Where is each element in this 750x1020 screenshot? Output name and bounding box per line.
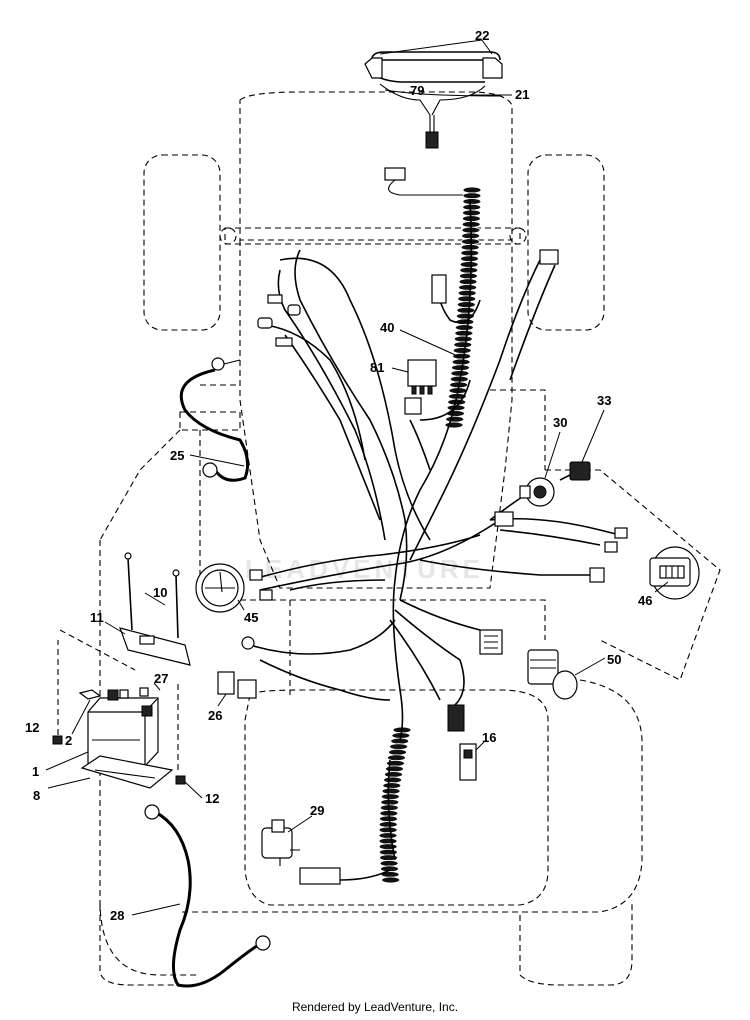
connector-26: [217, 671, 257, 707]
leader-lines: [379, 39, 669, 593]
callout-1: 1: [32, 764, 39, 779]
coil-ring: [458, 284, 477, 291]
relay-81: [391, 359, 437, 395]
coil-ring: [460, 249, 480, 257]
coil-ring: [458, 272, 478, 280]
tractor-outline: [57, 91, 721, 986]
callout-27: 27: [154, 671, 168, 686]
callout-11: 11: [90, 610, 104, 625]
callout-8: 8: [33, 788, 40, 803]
callout-21: 21: [515, 87, 529, 102]
callout-16: 16: [482, 730, 496, 745]
callout-79: 79: [410, 83, 424, 98]
coil-ring: [378, 837, 398, 845]
coil-ring: [385, 765, 404, 773]
ignition-key-33: [559, 409, 605, 481]
callout-81: 81: [370, 360, 384, 375]
coil-ring: [459, 261, 479, 268]
coil-ring: [380, 793, 400, 801]
coil-ring: [378, 832, 398, 839]
coil-ring: [457, 295, 477, 303]
coil-ring: [462, 209, 481, 217]
upper-connector: [384, 167, 470, 196]
callout-12-left: 12: [25, 720, 39, 735]
coil-ring: [462, 192, 482, 200]
callout-28: 28: [110, 908, 124, 923]
coil-ring: [384, 771, 403, 778]
coil-ring: [456, 306, 476, 314]
solenoid-29: [261, 815, 313, 866]
coil-ring: [389, 743, 409, 751]
callout-2: 2: [65, 733, 72, 748]
callout-30: 30: [553, 415, 567, 430]
coil-ring: [458, 278, 478, 286]
callout-labels: 22 79 21 40 81 25 33 30 10 11 45 46 27 2…: [25, 28, 652, 923]
coil-ring: [453, 335, 473, 343]
coil-ring: [456, 301, 476, 309]
coil-ring: [451, 358, 471, 366]
coil-ring: [462, 186, 482, 194]
coil-ring: [444, 421, 464, 429]
coil-ring: [460, 243, 480, 251]
pto-switch-50: [527, 649, 606, 700]
coil-ring: [454, 329, 474, 337]
callout-26: 26: [208, 708, 222, 723]
coil-ring: [383, 776, 403, 784]
coil-ring: [450, 370, 470, 377]
coiled-loom-40: [444, 186, 482, 429]
coil-ring: [388, 748, 407, 756]
callout-12-right: 12: [205, 791, 219, 806]
coil-ring: [380, 798, 400, 806]
callout-50: 50: [607, 652, 621, 667]
lower-plug: [299, 867, 341, 885]
coil-ring: [445, 410, 465, 417]
coil-ring: [381, 787, 401, 795]
ignition-switch-30: [519, 431, 561, 507]
harness-terminals: [211, 249, 628, 650]
battery-assembly: [45, 552, 203, 799]
coil-ring: [460, 255, 479, 263]
callout-40: 40: [380, 320, 394, 335]
coil-ring: [381, 876, 401, 884]
coil-ring: [457, 289, 477, 297]
coil-ring: [382, 782, 402, 789]
callout-29: 29: [310, 803, 324, 818]
coil-ring: [459, 266, 479, 274]
cable-28: [131, 804, 271, 988]
coil-ring: [454, 324, 474, 331]
gauge-45: [195, 563, 245, 613]
coil-ring: [452, 347, 472, 354]
coil-ring: [451, 364, 470, 372]
connector-16: [459, 741, 485, 781]
coil-ring: [445, 415, 465, 423]
coil-ring: [378, 821, 398, 828]
coil-ring: [462, 203, 482, 211]
headlight-assembly: [364, 51, 503, 149]
coil-ring: [378, 826, 398, 834]
coil-ring: [462, 198, 482, 205]
connector-block: [447, 629, 503, 732]
callout-25: 25: [170, 448, 184, 463]
cable-25: [179, 368, 250, 482]
callout-45: 45: [244, 610, 258, 625]
callout-10: 10: [153, 585, 167, 600]
coil-ring: [379, 859, 399, 867]
callout-22: 22: [475, 28, 489, 43]
coil-ring: [453, 341, 473, 349]
callout-33: 33: [597, 393, 611, 408]
coil-ring: [378, 843, 398, 851]
coil-ring: [387, 754, 406, 762]
footer-credit: Rendered by LeadVenture, Inc.: [291, 1000, 459, 1014]
hour-meter-46: [649, 546, 700, 600]
callout-46: 46: [638, 593, 652, 608]
